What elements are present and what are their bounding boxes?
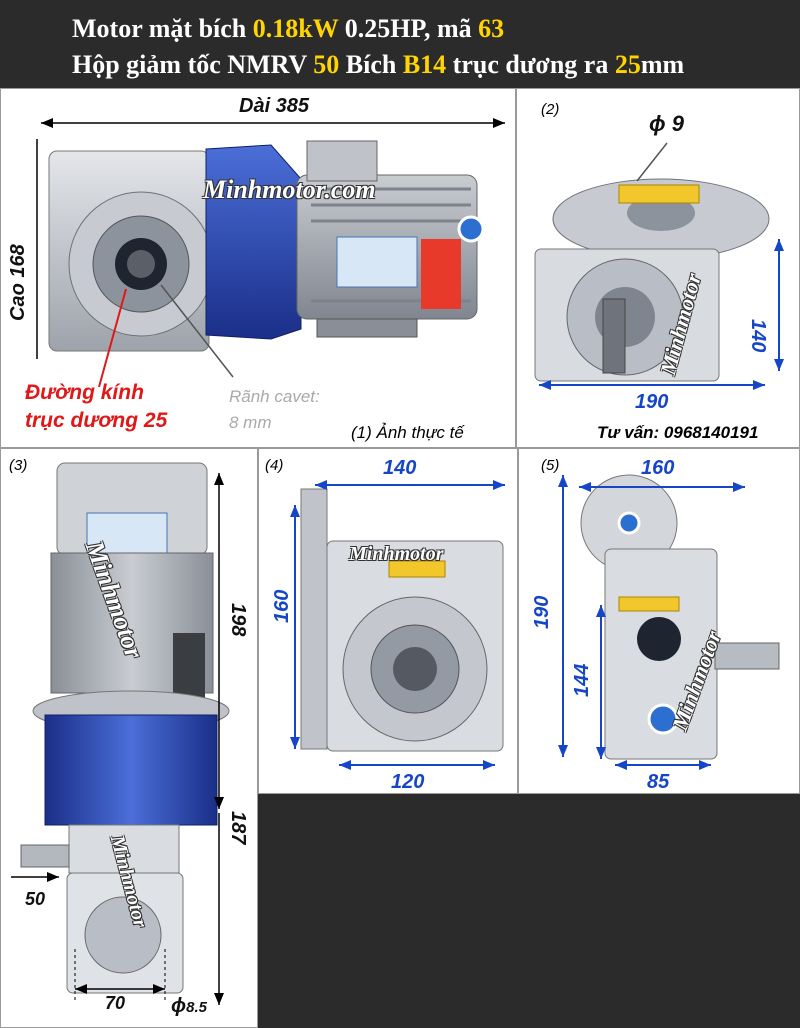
- gearbox-size: 50: [313, 50, 340, 79]
- height-dimension: 140: [747, 319, 769, 353]
- title-banner: Motor mặt bích 0.18kW 0.25HP, mã 63 Hộp …: [0, 0, 800, 88]
- mount-hole-diameter: ϕ8.5: [171, 995, 207, 1018]
- title-text: mm: [640, 50, 685, 79]
- width-dimension: 160: [641, 457, 675, 479]
- shaft-label-line2: trục dương 25: [25, 409, 168, 432]
- title-text: Bích: [339, 50, 403, 79]
- length-dimension: Dài 385: [239, 95, 310, 117]
- power-kw: 0.18kW: [252, 14, 339, 43]
- center-height-dimension: 144: [571, 663, 593, 697]
- panel-index: (3): [9, 457, 28, 474]
- phi-symbol: ϕ: [171, 995, 187, 1017]
- gearbox-side-view-illustration: [558, 474, 780, 770]
- title-text: Motor mặt bích: [72, 14, 253, 43]
- total-height-dimension: 190: [531, 595, 553, 629]
- motor-gearbox-illustration: [36, 118, 505, 388]
- watermark: Minhmotor: [349, 543, 444, 565]
- keyway-label-line2: 8 mm: [229, 413, 272, 432]
- frame-code: 63: [478, 14, 505, 43]
- base-dimension: 120: [391, 771, 425, 793]
- width-dimension: 140: [383, 457, 417, 479]
- hole-value: 8.5: [186, 999, 208, 1016]
- phi-symbol: ϕ: [649, 111, 666, 136]
- shaft-label-line1: Đường kính: [25, 381, 144, 404]
- panel-index: (5): [541, 457, 560, 474]
- shaft-length-dimension: 50: [25, 889, 46, 909]
- panel-real-photo: Dài 385 Cao 168 Minhmotor.com Đường kính…: [0, 88, 516, 448]
- title-text: 0.25HP, mã: [338, 14, 479, 43]
- gearbox-front-view-illustration: [290, 480, 505, 770]
- vertical-motor-illustration: [11, 462, 230, 1005]
- panel-vertical-mount: (3) 198 187 50 70 ϕ8.5 Minhmotor Minhmot…: [0, 448, 258, 1028]
- flange-code: B14: [402, 50, 447, 79]
- shaft-diameter: 25: [614, 50, 641, 79]
- base-width-dimension: 70: [105, 993, 126, 1013]
- panel-side-view: (5) 160 190 144 85 Minhmotor: [518, 448, 800, 794]
- title-text: trục dương ra: [446, 50, 615, 79]
- upper-height-dimension: 198: [227, 603, 249, 637]
- panel-index: (4): [265, 457, 284, 474]
- height-dimension: Cao 168: [7, 244, 29, 321]
- photo-caption: (1) Ảnh thực tế: [351, 423, 464, 442]
- panel-front-view: (4) 140 160 120 Minhmotor: [258, 448, 518, 794]
- height-dimension: 160: [271, 589, 293, 623]
- panel-top-view: (2) ϕ 9 140 190 Minhmotor Tư vấn: 096814…: [516, 88, 800, 448]
- width-dimension: 190: [635, 391, 669, 413]
- lower-height-dimension: 187: [227, 811, 249, 845]
- watermark: Minhmotor.com: [203, 175, 376, 204]
- base-dimension: 85: [647, 771, 670, 793]
- empty-dark-area: [258, 794, 800, 1028]
- title-line-2: Hộp giảm tốc NMRV 50 Bích B14 trục dương…: [72, 50, 684, 80]
- title-text: Hộp giảm tốc NMRV: [72, 50, 314, 79]
- title-line-1: Motor mặt bích 0.18kW 0.25HP, mã 63: [72, 14, 504, 44]
- hole-diameter: ϕ 9: [649, 111, 684, 137]
- consult-hotline: Tư vấn: 0968140191: [597, 423, 759, 442]
- panel-index: (2): [541, 101, 560, 118]
- hole-value: 9: [671, 111, 685, 136]
- gearbox-top-view-illustration: [534, 142, 784, 390]
- keyway-label-line1: Rãnh cavet:: [229, 387, 320, 406]
